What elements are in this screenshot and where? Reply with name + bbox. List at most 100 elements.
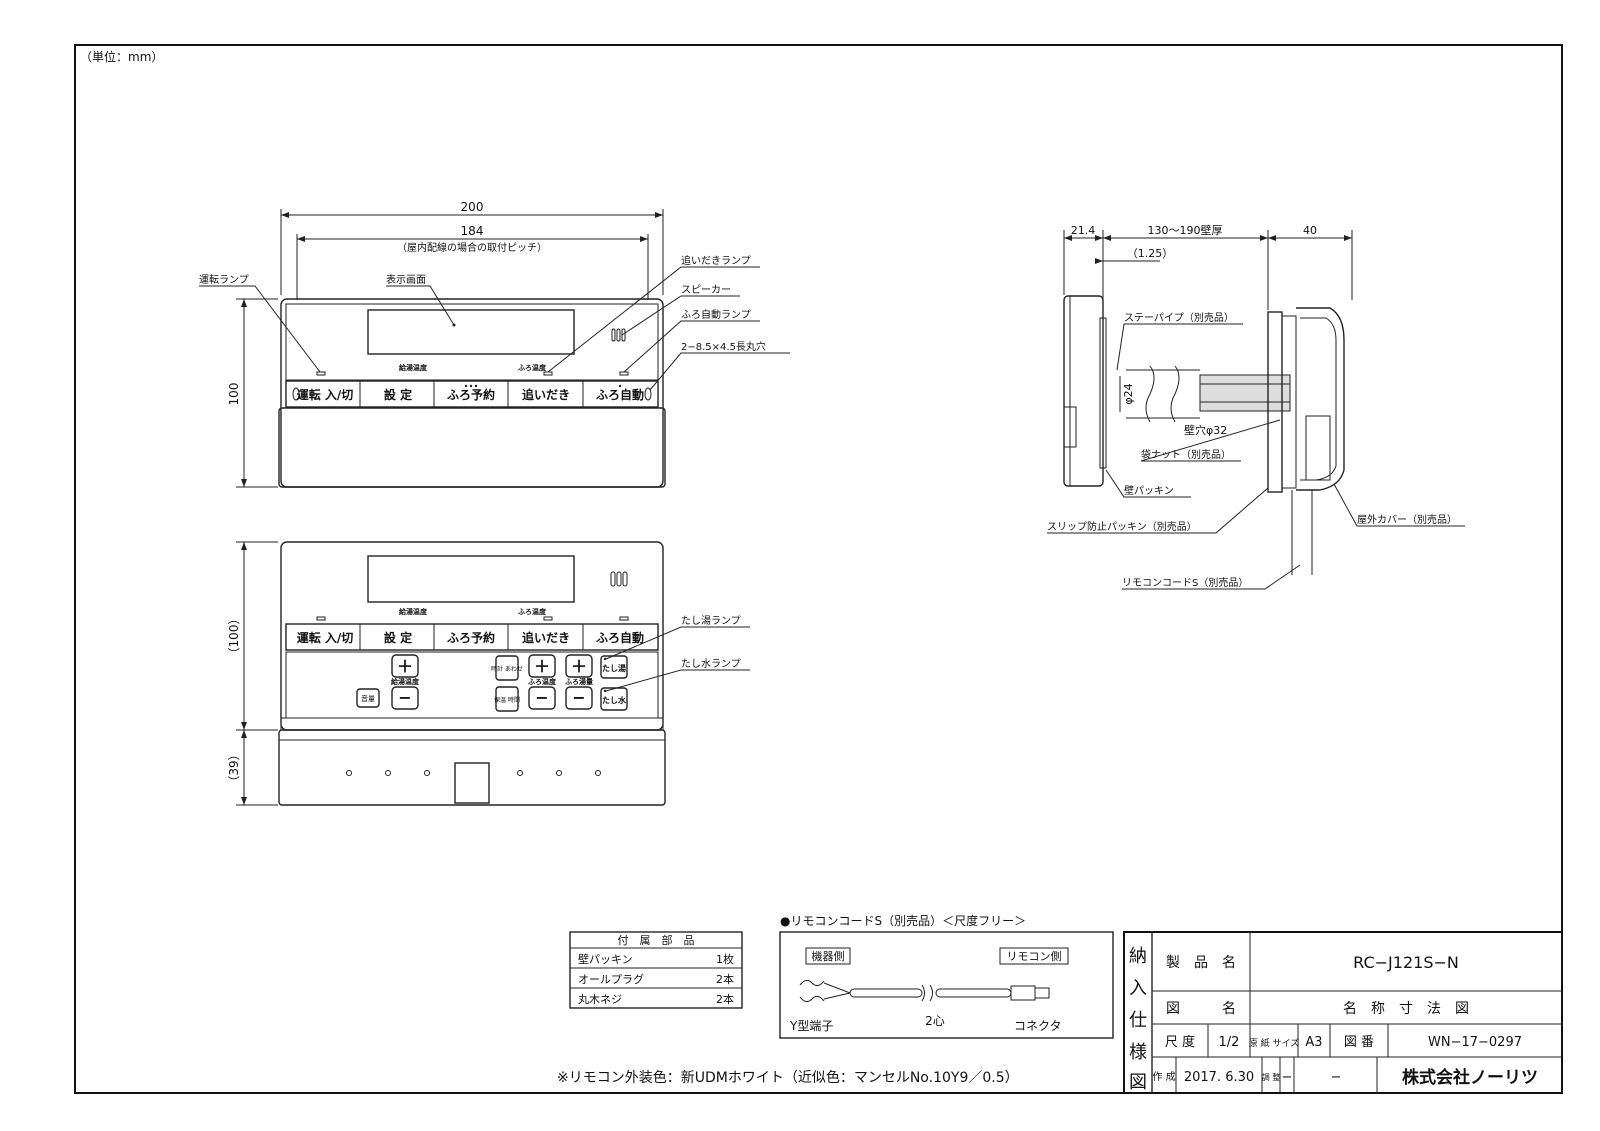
accessory-row-3-name: 丸木ネジ xyxy=(578,993,622,1006)
dim-pitch-note: （屋内配線の場合の取付ピッチ） xyxy=(397,241,547,254)
drawing-border xyxy=(74,44,1563,1094)
callout-stay-pipe: ステーパイプ（別売品） xyxy=(1124,311,1234,324)
callout-speaker: スピーカー xyxy=(681,284,731,296)
accessory-row-1-name: 壁パッキン xyxy=(578,952,633,966)
side-view: 21.4 130〜190壁厚 40 （1.25） φ24 壁穴φ32 ステーパイ… xyxy=(1047,223,1465,590)
number-label: 図 番 xyxy=(1344,1035,1374,1050)
button-volume xyxy=(356,688,380,708)
side-label-4: 様 xyxy=(1129,1042,1147,1063)
mount-hole-right xyxy=(644,387,652,401)
dim-wall-thickness: 130〜190壁厚 xyxy=(1148,223,1223,237)
dim-40: 40 xyxy=(1303,224,1317,237)
callout-slip-packing: スリップ防止パッキン（別売品） xyxy=(1047,520,1197,533)
open-display-screen xyxy=(367,555,575,603)
button-keep-time xyxy=(495,686,519,712)
label-bath-temp-minus: − xyxy=(535,688,548,707)
product-value: RC−J121S−N xyxy=(1353,953,1459,972)
open-view: （100） （39） 給湯温度 ふろ温度 運転 入/切 設 定 ふろ予約 追いだ… xyxy=(227,541,750,806)
callout-bag-nut: 袋ナット（別売品） xyxy=(1141,448,1231,461)
label-hot-plus: ＋ xyxy=(397,657,413,676)
accessory-row-2-qty: 2本 xyxy=(716,972,734,986)
made-label: 作 成 xyxy=(1152,1071,1175,1083)
open-button-power: 運転 入/切 xyxy=(297,630,354,645)
dim-pitch: 184 xyxy=(461,224,484,238)
callout-reheat-lamp: 追いだきランプ xyxy=(681,254,751,267)
label-bath-temp-plus: ＋ xyxy=(534,657,550,676)
paper-label: 原 紙 サイズ xyxy=(1249,1037,1299,1049)
scale-value: 1/2 xyxy=(1219,1035,1240,1050)
button-add-water xyxy=(600,687,628,711)
label-keep-time: 保温 時間 xyxy=(494,696,520,704)
accessories-title: 付 属 部 品 xyxy=(618,933,695,947)
drawing-value: 名 称 寸 法 図 xyxy=(1343,1001,1469,1017)
label-clock: 時計 あわせ xyxy=(491,665,523,673)
callout-run-lamp: 運転ランプ xyxy=(199,274,249,286)
unit-note: （単位：mm） xyxy=(80,49,163,64)
button-bath-level-plus xyxy=(565,654,593,678)
cord-y-terminal: Y型端子 xyxy=(789,1019,833,1033)
open-button-bath-reserve: ふろ予約 xyxy=(447,630,495,645)
speaker-grille xyxy=(611,328,626,342)
callout-bath-auto-lamp: ふろ自動ランプ xyxy=(681,308,751,321)
open-button-reheat: 追いだき xyxy=(522,630,570,645)
adjust-value: − xyxy=(1282,1070,1293,1085)
callout-holes: 2−8.5×4.5長丸穴 xyxy=(681,340,766,353)
button-clock xyxy=(495,655,519,681)
accessories-table: 付 属 部 品 壁パッキン 1枚 オールプラグ 2本 丸木ネジ 2本 xyxy=(569,931,743,1009)
adjust-value-2: − xyxy=(1331,1070,1342,1085)
button-hot-temp-plus xyxy=(391,654,419,678)
drawing-label: 図 名 xyxy=(1166,1001,1236,1017)
scale-label: 尺 度 xyxy=(1165,1034,1195,1050)
callout-display: 表示画面 xyxy=(386,273,426,286)
cord-device-side: 機器側 xyxy=(812,949,845,963)
dim-width: 200 xyxy=(461,200,484,214)
label-bath-level: ふろ湯量 xyxy=(565,677,593,686)
button-bath-auto: ふろ自動 xyxy=(596,387,644,402)
side-label-5: 図 xyxy=(1129,1072,1147,1093)
cord-remote-side: リモコン側 xyxy=(1007,950,1062,963)
made-value: 2017. 6.30 xyxy=(1184,1070,1254,1085)
button-bath-level-minus xyxy=(565,686,593,710)
callout-add-hot-lamp: たし湯ランプ xyxy=(681,614,741,627)
side-remote-body xyxy=(1063,295,1104,487)
side-label-1: 納 xyxy=(1129,946,1147,967)
adjust-label: 調 整 xyxy=(1262,1072,1281,1082)
lid-tab xyxy=(454,762,490,804)
label-hot-temp: 給湯温度 xyxy=(391,677,420,686)
accessory-row-1-qty: 1枚 xyxy=(716,952,734,966)
display-screen xyxy=(367,309,575,355)
side-label-2: 入 xyxy=(1129,978,1147,999)
label-hot-minus: − xyxy=(398,688,411,707)
accessory-row-2-name: オールプラグ xyxy=(578,972,644,986)
open-button-setting: 設 定 xyxy=(384,630,412,645)
wall-hole-label: 壁穴φ32 xyxy=(1184,423,1227,437)
dim-1-25: （1.25） xyxy=(1127,247,1174,260)
accessory-row-3-qty: 2本 xyxy=(716,992,734,1006)
paper-value: A3 xyxy=(1305,1035,1322,1050)
dim-open-height: （100） xyxy=(227,613,241,660)
button-hot-temp-minus xyxy=(391,686,419,710)
dim-phi24: φ24 xyxy=(1122,383,1135,404)
open-button-bath-auto: ふろ自動 xyxy=(596,630,644,645)
label-volume: 音量 xyxy=(361,694,375,703)
callout-outdoor-cover: 屋外カバー（別売品） xyxy=(1357,513,1457,526)
color-note: ※リモコン外装色：新UDMホワイト（近似色：マンセルNo.10Y9／0.5） xyxy=(557,1069,1019,1086)
product-label: 製 品 名 xyxy=(1166,955,1236,971)
mount-hole-left xyxy=(292,387,300,401)
dim-height: 100 xyxy=(227,383,241,406)
label-bath-temp: ふろ温度 xyxy=(528,677,557,686)
callout-remote-cord: リモコンコードS（別売品） xyxy=(1122,576,1248,589)
screen-label-bath: ふろ温度 xyxy=(518,363,547,372)
button-bath-temp-plus xyxy=(528,654,556,678)
number-value: WN−17−0297 xyxy=(1428,1035,1522,1050)
open-screen-label-bath: ふろ温度 xyxy=(518,607,547,616)
label-add-hot: たし湯 xyxy=(602,663,626,673)
screen-label-hot: 給湯温度 xyxy=(399,363,428,372)
cord-connector: コネクタ xyxy=(1014,1019,1062,1033)
cord-core: 2心 xyxy=(925,1014,945,1028)
button-bath-temp-minus xyxy=(528,686,556,710)
button-bath-reserve: ふろ予約 xyxy=(447,387,495,402)
open-screen-label-hot: 給湯温度 xyxy=(399,607,428,616)
label-bath-level-plus: ＋ xyxy=(571,657,587,676)
